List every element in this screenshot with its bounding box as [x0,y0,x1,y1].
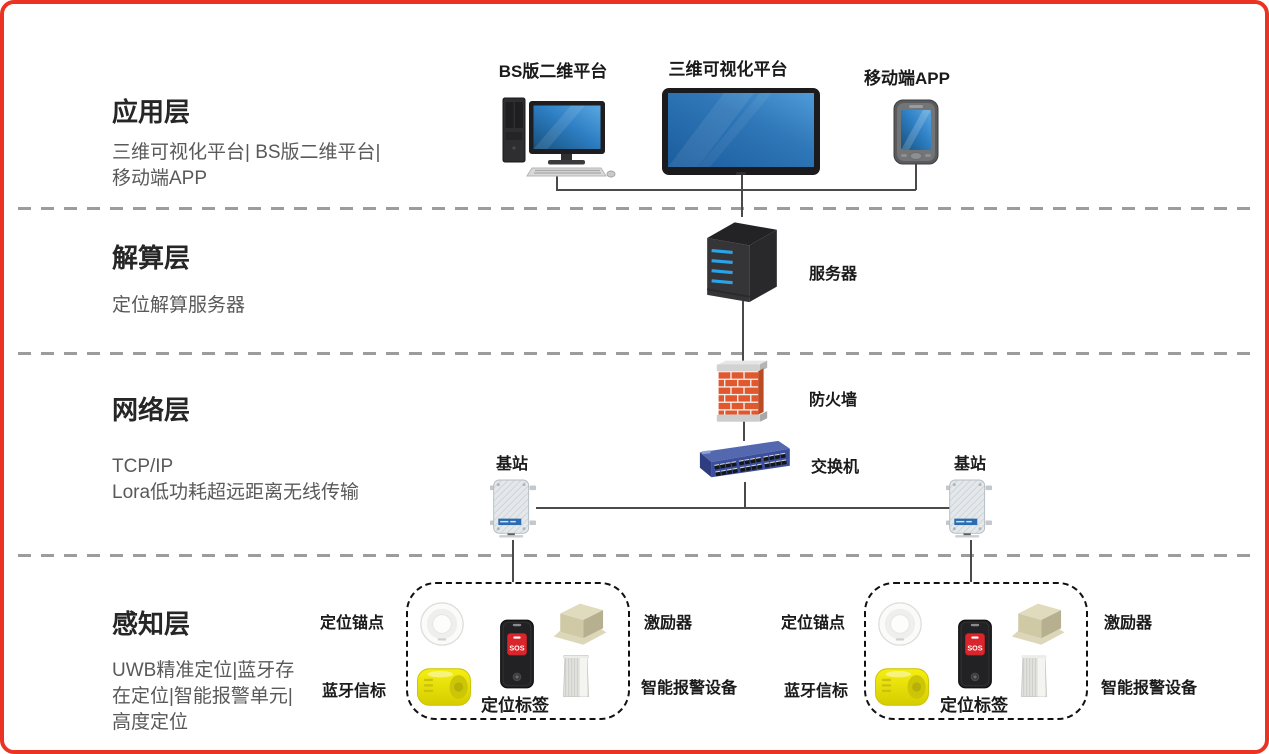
layer-title-compute: 解算层 [112,243,191,273]
subtitle-line: TCP/IP [112,456,174,477]
connector-desktop-down [556,176,558,190]
tag-label-right: 定位标签 [940,696,1008,715]
bs2d-platform-label: BS版二维平台 [498,62,608,81]
mobile-app-label: 移动端APP [864,69,950,88]
subtitle-line: 高度定位 [112,712,189,733]
connector-phone-down [915,164,917,190]
firewall-label: 防火墙 [809,392,858,409]
sos-text: SOS [967,643,982,652]
beacon-label-left: 蓝牙信标 [322,683,387,700]
bluetooth-beacon-icon [416,666,472,708]
subtitle-line: 在定位|智能报警单元| [112,686,293,707]
layer-title-sensing: 感知层 [112,609,191,639]
subtitle-line: Lora低功耗超远距离无线传输 [112,482,360,503]
alarm-column-icon [559,648,593,705]
anchor-disc-icon [420,602,464,646]
layer-subtitle-sensing: UWB精准定位|蓝牙存 在定位|智能报警单元| 高度定位 [112,658,294,736]
base-station-right-icon [946,477,992,540]
exciter-label-left: 激励器 [644,615,693,632]
alarm-label-left: 智能报警设备 [641,680,738,697]
smartphone-icon [893,99,939,165]
connector-firewall-switch [743,418,745,441]
beacon-label-right: 蓝牙信标 [784,683,849,700]
layer-title-network: 网络层 [112,395,191,425]
positioning-tag-icon: SOS [494,619,540,689]
subtitle-line: 定位解算服务器 [112,295,246,316]
layer-subtitle-application: 三维可视化平台| BS版二维平台| 移动端APP [112,140,381,192]
connector-server-firewall [742,301,744,362]
desktop-computer-icon [501,96,616,178]
separator-compute-network [18,352,1260,355]
connector-basestation-bus [536,507,952,509]
layer-subtitle-network: TCP/IP Lora低功耗超远距离无线传输 [112,454,359,506]
base-station-right-label: 基站 [953,456,986,473]
connector-monitor-server [741,175,743,217]
connector-basestation-left-down [512,540,514,582]
viz3d-platform-label: 三维可视化平台 [668,60,788,79]
connector-top-bus [556,189,916,191]
positioning-tag-icon: SOS [952,619,998,689]
layer-subtitle-compute: 定位解算服务器 [112,293,245,319]
sos-text: SOS [509,643,524,652]
firewall-icon [715,360,769,426]
subtitle-line: 移动端APP [112,168,208,189]
separator-network-sensing [18,554,1260,557]
separator-app-compute [18,207,1260,210]
connector-basestation-right-down [970,540,972,582]
network-switch-icon [694,439,790,483]
layer-title-application: 应用层 [112,97,191,127]
big-monitor-icon [662,88,820,178]
subtitle-line: 三维可视化平台| BS版二维平台| [112,142,381,163]
server-label: 服务器 [809,266,858,283]
subtitle-line: UWB精准定位|蓝牙存 [112,660,295,681]
exciter-label-right: 激励器 [1104,615,1153,632]
tag-label-left: 定位标签 [481,696,549,715]
anchor-label-right: 定位锚点 [781,615,846,632]
bluetooth-beacon-icon [874,666,930,708]
sensing-group-right [864,582,1088,720]
anchor-disc-icon [878,602,922,646]
anchor-label-left: 定位锚点 [320,615,385,632]
alarm-label-right: 智能报警设备 [1101,680,1198,697]
switch-label: 交换机 [811,459,860,476]
exciter-icon [552,600,608,650]
base-station-left-label: 基站 [495,456,528,473]
sensing-group-left [406,582,630,720]
base-station-left-icon [490,477,536,540]
alarm-column-icon [1017,648,1051,705]
connector-switch-bus [744,482,746,508]
exciter-icon [1010,600,1066,650]
server-icon [703,216,781,304]
